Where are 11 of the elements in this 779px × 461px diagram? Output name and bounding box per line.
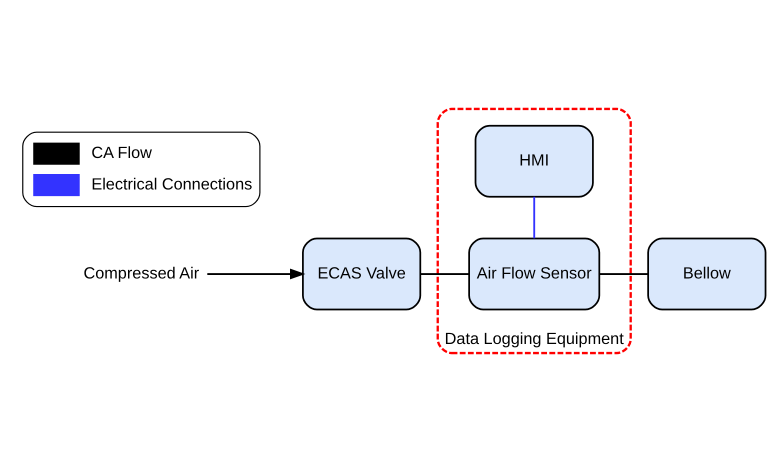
node-text: Compressed Air (83, 264, 200, 282)
node-box: Air Flow Sensor (468, 237, 600, 310)
connector (600, 272, 648, 274)
node-box: ECAS Valve (302, 237, 422, 310)
legend-label: CA Flow (91, 144, 152, 162)
connector (533, 196, 536, 238)
connector (420, 272, 470, 274)
node-box: Bellow (647, 237, 766, 310)
node-box: HMI (474, 124, 594, 198)
arrow (207, 268, 306, 279)
legend-label: Electrical Connections (91, 174, 252, 193)
